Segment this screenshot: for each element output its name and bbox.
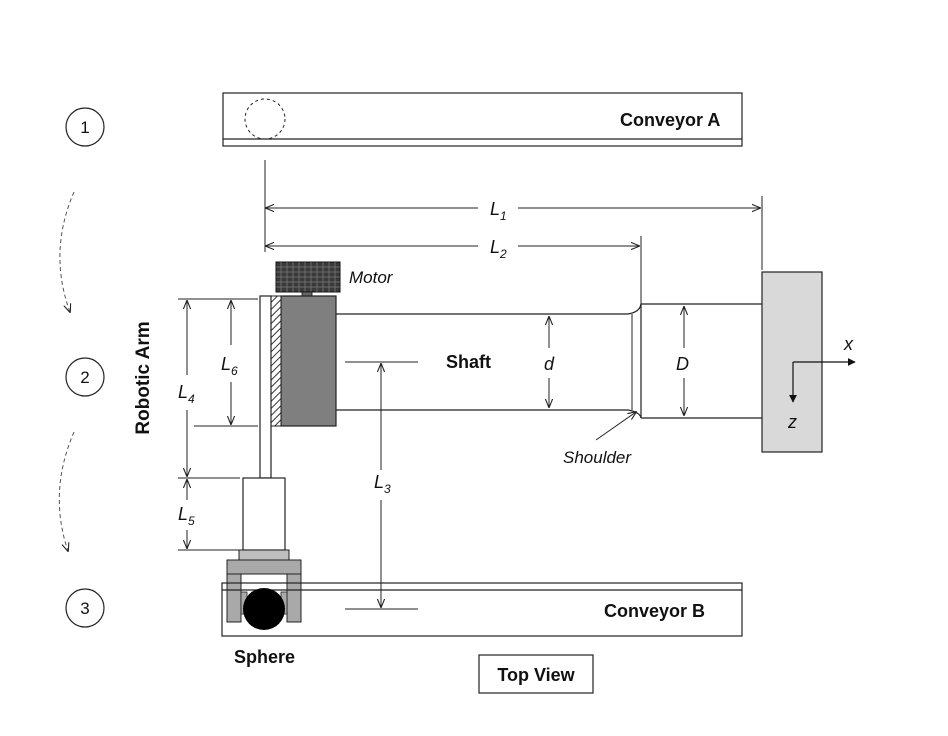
svg-text:L3: L3: [374, 472, 391, 496]
dimension-l1: L1: [266, 199, 760, 223]
svg-text:2: 2: [80, 368, 89, 387]
svg-text:L2: L2: [490, 237, 507, 261]
svg-text:L5: L5: [178, 504, 195, 528]
svg-text:3: 3: [80, 599, 89, 618]
motor-label: Motor: [349, 268, 394, 287]
svg-text:1: 1: [80, 118, 89, 137]
motor: Motor: [275, 261, 394, 298]
shoulder-label-group: Shoulder: [563, 412, 636, 467]
conveyor-a-label: Conveyor A: [620, 110, 720, 130]
step-3: 3: [65, 588, 105, 628]
step-1-to-2-arrow: [59, 191, 75, 312]
arm-assembly: [226, 295, 337, 623]
step-1: 1: [65, 107, 105, 147]
svg-text:L1: L1: [490, 199, 507, 223]
step-2-to-3-arrow: [58, 431, 75, 551]
coordinate-axes: x z: [787, 334, 856, 432]
conveyor-a: Conveyor A: [222, 92, 743, 147]
dimension-l3: L3: [345, 361, 418, 610]
step-2: 2: [65, 357, 105, 397]
dimension-d-large: D: [676, 307, 689, 415]
axis-x-label: x: [843, 334, 854, 354]
svg-text:L6: L6: [221, 354, 238, 378]
sphere-start-ghost: [244, 98, 286, 140]
dimension-d-small: d: [544, 317, 555, 407]
shaft-label: Shaft: [446, 352, 491, 372]
dimension-l2: L2: [266, 237, 639, 261]
sphere: [243, 588, 285, 630]
dimension-l5: L5: [178, 480, 195, 548]
view-label: Top View: [497, 665, 575, 685]
robotic-arm-label: Robotic Arm: [133, 321, 154, 434]
dimension-l6: L6: [221, 301, 238, 424]
sphere-label: Sphere: [234, 647, 295, 667]
conveyor-b: Conveyor B: [221, 582, 743, 637]
shoulder-label: Shoulder: [563, 448, 632, 467]
svg-text:L4: L4: [178, 382, 195, 406]
svg-text:d: d: [544, 354, 555, 374]
conveyor-b-label: Conveyor B: [604, 601, 705, 621]
view-label-box: Top View: [478, 654, 594, 694]
dimension-l4: L4: [178, 301, 195, 476]
axis-z-label: z: [787, 412, 797, 432]
svg-text:D: D: [676, 354, 689, 374]
